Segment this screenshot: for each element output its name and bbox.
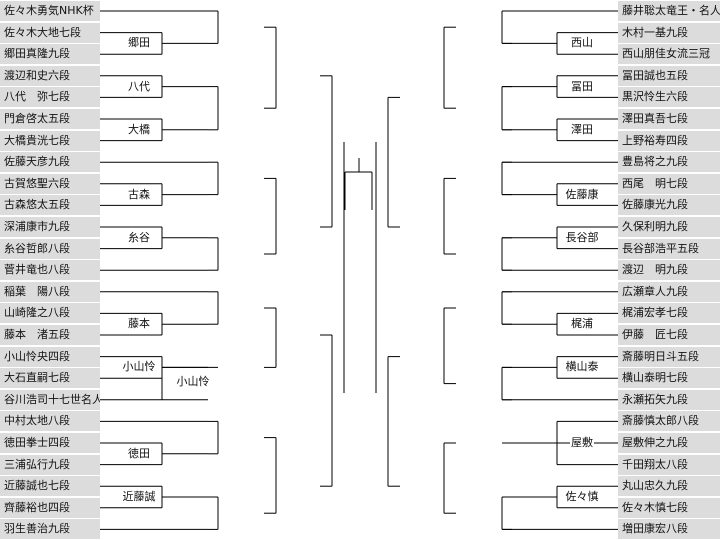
winner-label: 藤本 — [127, 316, 151, 333]
right-player-slot: 斎藤明日斗五段 — [618, 346, 720, 367]
right-player-slot: 豊島将之九段 — [618, 152, 720, 173]
left-player-slot: 糸谷哲郎八段 — [0, 238, 100, 259]
winner-label: 古森 — [127, 186, 151, 203]
left-player-slot: 佐藤天彦九段 — [0, 152, 100, 173]
winner-label: 西山 — [570, 35, 594, 52]
left-player-slot: 羽生善治九段 — [0, 519, 100, 540]
winner-label: 徳田 — [127, 445, 151, 462]
right-player-slot: 増田康宏八段 — [618, 519, 720, 540]
right-player-slot: 永瀬拓矢九段 — [618, 389, 720, 410]
right-player-slot: 久保利明九段 — [618, 217, 720, 237]
winner-label: 屋敷 — [570, 435, 594, 451]
right-player-slot: 長谷部浩平五段 — [618, 238, 720, 259]
right-player-slot: 佐藤康光九段 — [618, 195, 720, 216]
winner-label: 澤田 — [570, 121, 594, 138]
right-player-slot: 伊藤 匠七段 — [618, 325, 720, 345]
left-player-slot: 山崎隆之八段 — [0, 303, 100, 324]
right-player-slot: 黒沢怜生六段 — [618, 87, 720, 108]
left-player-slot: 菅井竜也八段 — [0, 260, 100, 281]
right-player-slot: 藤井聡太竜王・名人 — [618, 1, 720, 21]
right-player-slot: 澤田真吾七段 — [618, 109, 720, 129]
right-player-slot: 丸山忠久九段 — [618, 476, 720, 497]
left-player-slot: 稲葉 陽八段 — [0, 281, 100, 302]
right-player-slot: 西山朋佳女流三冠 — [618, 44, 720, 65]
right-player-slot: 広瀬章人九段 — [618, 281, 720, 302]
winner-label: 郷田 — [127, 35, 151, 52]
left-player-slot: 大石直嗣七段 — [0, 368, 100, 389]
winner-label: 大橋 — [127, 121, 151, 138]
winner-label: 八代 — [127, 78, 151, 95]
right-player-slot: 冨田誠也五段 — [618, 65, 720, 86]
left-player-slot: 郷田真隆九段 — [0, 44, 100, 65]
left-player-slot: 古森悠太五段 — [0, 195, 100, 216]
left-player-slot: 三浦弘行九段 — [0, 454, 100, 475]
left-player-slot: 中村太地八段 — [0, 411, 100, 432]
right-player-slot: 屋敷伸之九段 — [618, 433, 720, 453]
left-player-slot: 小山怜央四段 — [0, 346, 100, 367]
right-player-slot: 千田翔太八段 — [618, 454, 720, 475]
left-player-slot: 大橋貴洸七段 — [0, 130, 100, 151]
winner-label: 佐々慎 — [564, 489, 600, 505]
winner-label: 冨田 — [570, 78, 594, 95]
left-player-slot: 徳田拳士四段 — [0, 433, 100, 453]
winner-label: 長谷部 — [564, 229, 600, 246]
right-player-slot: 梶浦宏孝七段 — [618, 303, 720, 324]
right-player-slot: 渡辺 明九段 — [618, 260, 720, 281]
winner-label: 横山泰 — [564, 359, 600, 376]
left-player-slot: 佐々木大地七段 — [0, 22, 100, 43]
right-player-slot: 西尾 明七段 — [618, 173, 720, 194]
right-player-slot: 木村一基九段 — [618, 22, 720, 43]
left-player-slot: 門倉啓太五段 — [0, 109, 100, 129]
left-player-slot: 渡辺和史六段 — [0, 65, 100, 86]
left-player-slot: 古賀悠聖六段 — [0, 173, 100, 194]
winner-label: 小山怜 — [175, 374, 211, 391]
left-player-slot: 八代 弥七段 — [0, 87, 100, 108]
left-player-slot: 近藤誠也七段 — [0, 476, 100, 497]
winner-label: 小山怜 — [121, 359, 157, 376]
right-player-slot: 佐々木慎七段 — [618, 497, 720, 518]
left-player-slot: 谷川浩司十七世名人 — [0, 389, 100, 410]
right-player-slot: 斎藤慎太郎八段 — [618, 411, 720, 432]
left-player-slot: 藤本 渚五段 — [0, 325, 100, 345]
right-player-slot: 上野裕寿四段 — [618, 130, 720, 151]
winner-label: 近藤誠 — [121, 489, 157, 505]
left-player-slot: 齊藤裕也四段 — [0, 497, 100, 518]
right-player-slot: 横山泰明七段 — [618, 368, 720, 389]
winner-label: 糸谷 — [127, 229, 151, 246]
winner-label: 佐藤康 — [564, 186, 600, 203]
winner-label: 梶浦 — [570, 316, 594, 333]
left-player-slot: 深浦康市九段 — [0, 217, 100, 237]
left-player-slot: 佐々木勇気NHK杯 — [0, 1, 100, 21]
